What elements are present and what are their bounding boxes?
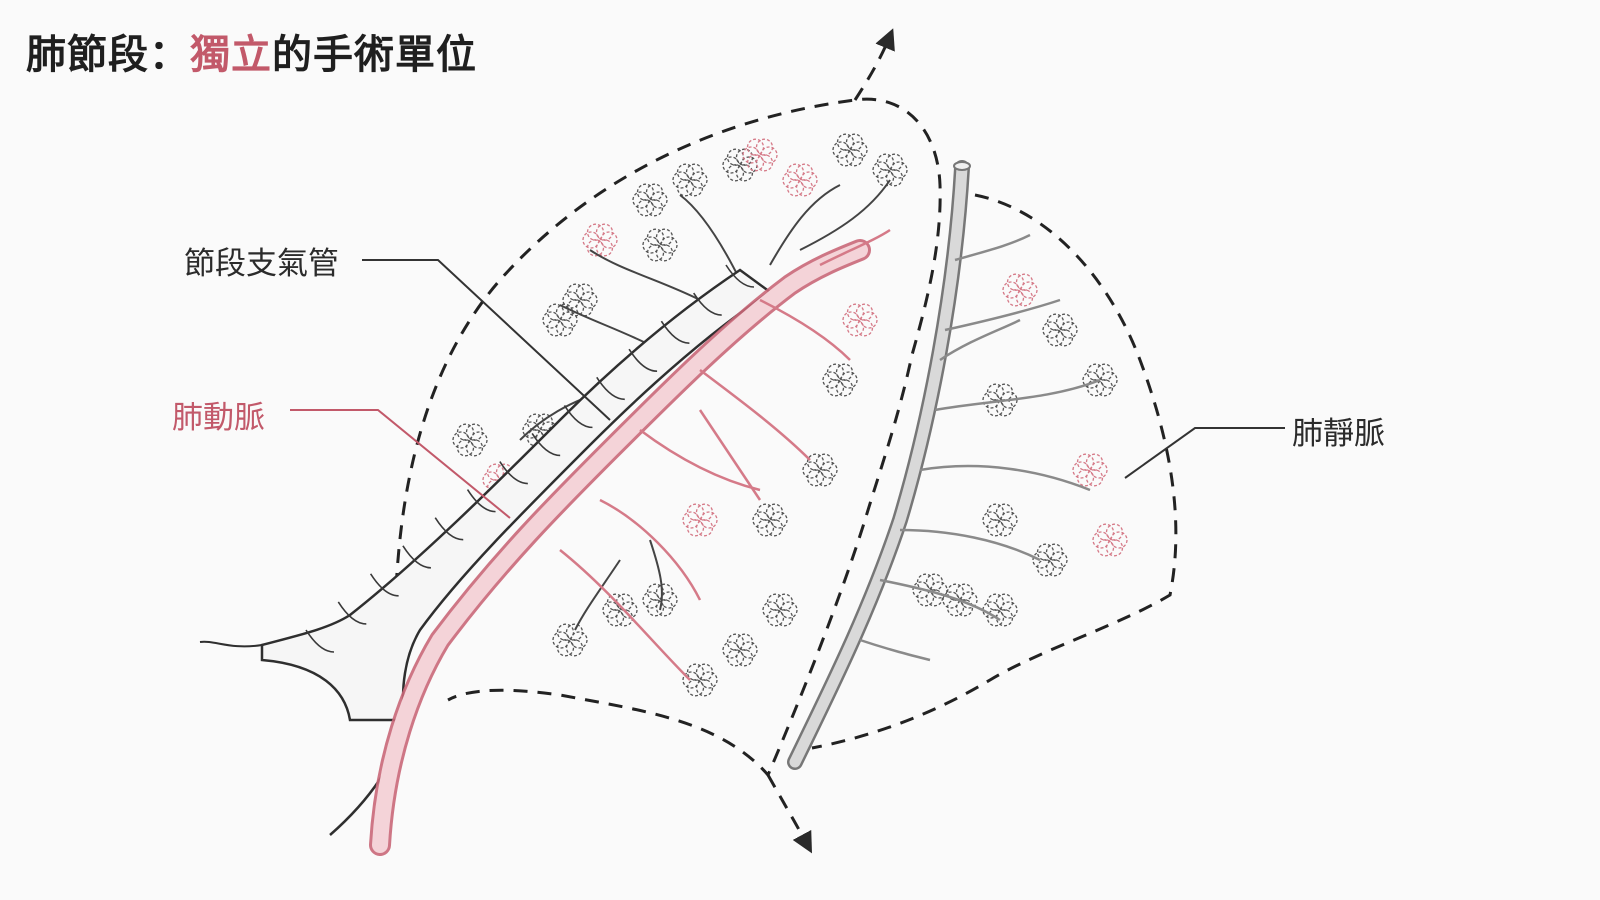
artery-branch <box>599 498 702 601</box>
alveolus-cluster <box>632 183 668 217</box>
alveoli-clusters <box>452 133 1128 697</box>
bronchiole <box>574 559 621 631</box>
cartilage-ring <box>596 376 625 401</box>
title-suffix: 的手術單位 <box>272 32 477 78</box>
alveolus-cluster <box>802 453 838 487</box>
alveolus-cluster <box>562 283 598 317</box>
alveolus-cluster <box>552 623 588 657</box>
label-artery: 肺動脈 <box>172 400 265 436</box>
artery-branch <box>759 298 851 361</box>
cartilage-ring <box>305 629 335 653</box>
leader-lines <box>290 259 1285 519</box>
vein-branch <box>954 233 1031 262</box>
cartilage-ring <box>628 348 658 373</box>
bronchiole <box>589 249 701 301</box>
cartilage-ring <box>563 404 593 429</box>
cartilage-ring <box>402 545 431 569</box>
vein-branch <box>899 528 1041 562</box>
cartilage-ring <box>531 433 561 457</box>
vein-top-opening <box>953 161 971 171</box>
boundary-right-segment <box>811 193 1178 750</box>
bronchus-cartilage-rings <box>305 264 755 653</box>
cartilage-ring <box>466 489 496 513</box>
artery-branch <box>698 409 762 501</box>
artery-branch <box>559 549 691 681</box>
alveolus-cluster <box>1082 363 1118 397</box>
alveolus-cluster <box>1032 543 1068 577</box>
page-title: 肺節段：獨立的手術單位 <box>26 22 477 80</box>
artery-branch <box>819 228 891 267</box>
vein-branch <box>919 464 1091 492</box>
vein-branch <box>934 378 1101 412</box>
vein-branch <box>939 318 1021 362</box>
alveolus-cluster <box>582 223 618 257</box>
bronchiole <box>679 194 741 281</box>
alveolus-cluster <box>1092 523 1128 557</box>
bronchus-upper-stem <box>199 640 263 648</box>
alveolus-cluster <box>742 138 778 172</box>
alveolus-cluster <box>642 583 678 617</box>
alveolus-cluster <box>642 228 678 262</box>
artery-trunk-fill <box>372 242 868 853</box>
alveolus-cluster <box>1072 453 1108 487</box>
alveolus-cluster <box>832 133 868 167</box>
bronchus-outline <box>260 268 773 722</box>
leader-vein <box>1124 427 1285 479</box>
alveolus-cluster <box>602 593 638 627</box>
alveolus-cluster <box>752 503 788 537</box>
alveolus-cluster <box>722 633 758 667</box>
vein-branch <box>879 578 1001 622</box>
artery-branch <box>699 369 811 461</box>
cartilage-ring <box>369 573 399 597</box>
cartilage-ring <box>693 292 722 316</box>
alveolus-cluster <box>982 503 1018 537</box>
alveolus-cluster <box>822 363 858 397</box>
segmental-bronchus <box>199 264 773 836</box>
leader-bronchus <box>362 259 611 421</box>
alveolus-cluster <box>1042 313 1078 347</box>
pulmonary-artery <box>369 228 891 856</box>
vein-branch <box>859 638 931 662</box>
leader-artery <box>290 409 511 519</box>
boundary-arrow-top <box>853 28 895 101</box>
alveolus-cluster <box>542 303 578 337</box>
bronchiole <box>799 179 891 251</box>
alveolus-cluster <box>982 593 1018 627</box>
alveolus-cluster <box>452 423 488 457</box>
alveolus-cluster <box>672 163 708 197</box>
bronchiole-branches <box>489 179 891 631</box>
cartilage-ring <box>660 320 690 344</box>
cartilage-ring <box>725 264 755 288</box>
pulmonary-vein <box>787 160 1101 770</box>
bronchiole <box>559 304 651 346</box>
bronchiole <box>769 184 841 266</box>
vein-branch <box>944 298 1061 332</box>
bronchiole <box>649 539 663 611</box>
vein-trunk-fill <box>789 162 968 768</box>
label-bronchus: 節段支氣管 <box>184 246 339 282</box>
alveolus-cluster <box>682 663 718 697</box>
segment-boundaries <box>393 28 1178 854</box>
alveolus-cluster <box>762 593 798 627</box>
alveolus-cluster <box>782 163 818 197</box>
cartilage-ring <box>499 461 528 485</box>
alveolus-cluster <box>1002 273 1038 307</box>
boundary-left-segment <box>393 97 942 778</box>
artery-branch <box>639 428 761 492</box>
title-accent: 獨立 <box>190 32 272 78</box>
cartilage-ring <box>434 517 464 541</box>
label-vein: 肺靜脈 <box>1292 416 1385 452</box>
vein-branches <box>859 233 1101 662</box>
title-prefix: 肺節段： <box>26 32 190 78</box>
boundary-arrow-bottom <box>766 774 813 854</box>
alveolus-cluster <box>682 503 718 537</box>
artery-branches <box>559 228 891 681</box>
alveolus-cluster <box>842 303 878 337</box>
cartilage-ring <box>337 601 367 625</box>
